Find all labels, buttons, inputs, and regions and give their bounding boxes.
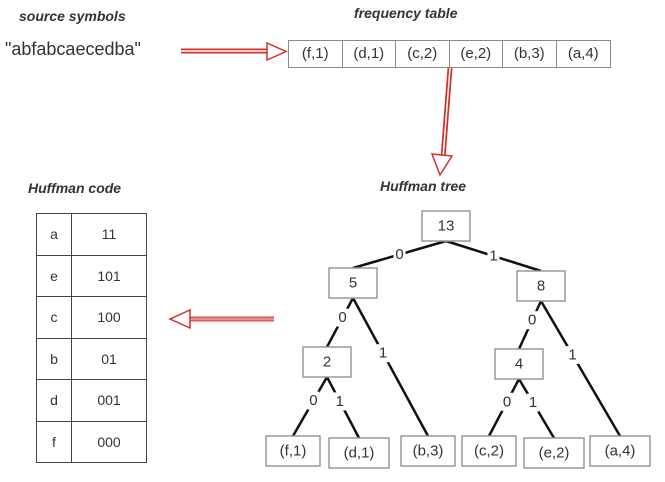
tree-edge-bit-label: 0: [528, 312, 536, 329]
tree-node-label: (c,2): [474, 443, 504, 460]
edge-label-background: [501, 392, 513, 411]
tree-edge-n5-b: 1: [351, 297, 430, 437]
code-value: 01: [71, 337, 147, 380]
tree-edge-bit-label: 0: [338, 309, 346, 326]
tree-node-label: (a,4): [605, 443, 636, 460]
tree-node-box: [589, 435, 651, 467]
tree-edge-n2-f: 0: [291, 376, 329, 437]
tree-node-box: [516, 270, 566, 302]
huffman-code-heading: Huffman code: [28, 180, 122, 196]
code-symbol: f: [36, 420, 72, 463]
edge-label-background: [566, 346, 579, 364]
code-value: 101: [71, 254, 147, 297]
tree-edge-bit-label: 1: [379, 345, 387, 362]
code-symbol: c: [36, 296, 72, 339]
arrow-tree-to-code-icon: [168, 308, 274, 330]
huffman-tree-heading: Huffman tree: [380, 178, 467, 194]
tree-edge-bit-label: 1: [489, 248, 497, 265]
tree-node-d: (d,1): [328, 437, 390, 469]
tree-edge-bit-label: 1: [568, 347, 576, 364]
tree-node-label: (e,2): [539, 445, 570, 462]
edge-label-background: [377, 344, 389, 363]
tree-edge-bit-label: 0: [309, 392, 317, 409]
tree-node-box: [328, 437, 390, 469]
tree-edge-n5-n2: 0: [325, 297, 355, 348]
tree-node-label: 4: [515, 356, 523, 373]
frequency-cell: (e,2): [450, 41, 503, 67]
tree-node-a: (a,4): [589, 435, 651, 467]
arrow-source-to-frequency-icon: [181, 41, 288, 62]
tree-edge-n4-e: 1: [517, 378, 556, 439]
tree-edge-bit-label: 0: [503, 393, 511, 410]
tree-node-label: 8: [537, 278, 545, 295]
frequency-cell: (b,3): [503, 41, 557, 67]
tree-node-label: (b,3): [413, 443, 444, 460]
code-value: 11: [71, 213, 147, 256]
tree-node-n5: 5: [328, 267, 378, 299]
tree-node-label: 13: [438, 218, 455, 235]
tree-node-box: [302, 346, 352, 378]
tree-node-label: 2: [323, 354, 331, 371]
tree-node-label: 5: [349, 275, 357, 292]
tree-edge-root-n5: 0: [352, 239, 447, 270]
tree-edge-root-n8: 1: [445, 239, 542, 273]
tree-edge-bit-label: 0: [395, 246, 403, 263]
tree-node-box: [400, 435, 456, 467]
tree-node-e: (e,2): [523, 437, 585, 469]
tree-node-f: (f,1): [265, 435, 321, 467]
frequency-table: (f,1) (d,1) (c,2) (e,2) (b,3) (a,4): [288, 40, 611, 68]
frequency-table-heading: frequency table: [354, 5, 458, 21]
tree-node-n2: 2: [302, 346, 352, 378]
arrow-frequency-to-tree-icon: [430, 67, 454, 177]
tree-node-c: (c,2): [461, 435, 517, 467]
tree-edge-n8-n4: 0: [517, 300, 543, 350]
tree-edge-line: [351, 297, 430, 437]
tree-node-box: [328, 267, 378, 299]
edge-label-background: [333, 392, 346, 411]
tree-node-box: [494, 348, 544, 380]
edge-label-background: [487, 247, 500, 265]
tree-edge-bit-label: 1: [336, 393, 344, 410]
tree-node-label: (d,1): [344, 445, 375, 462]
frequency-cell: (f,1): [289, 41, 343, 67]
code-value: 000: [71, 420, 147, 463]
frequency-cell: (c,2): [396, 41, 450, 67]
source-symbols-heading: source symbols: [19, 8, 126, 24]
frequency-cell: (d,1): [343, 41, 396, 67]
frequency-cell: (a,4): [567, 45, 599, 62]
edge-label-background: [336, 308, 349, 327]
tree-node-box: [523, 437, 585, 469]
edge-label-background: [307, 391, 320, 410]
tree-node-b: (b,3): [400, 435, 456, 467]
tree-edge-bit-label: 1: [529, 394, 537, 411]
edge-label-background: [526, 311, 539, 330]
tree-node-n8: 8: [516, 270, 566, 302]
tree-node-box: [461, 435, 517, 467]
tree-node-n4: 4: [494, 348, 544, 380]
tree-node-label: (f,1): [280, 443, 307, 460]
tree-edge-n2-d: 1: [325, 376, 361, 439]
tree-edge-n8-a: 1: [539, 300, 622, 437]
tree-node-box: [265, 435, 321, 467]
code-value: 100: [71, 296, 147, 339]
code-value: 001: [71, 379, 147, 422]
tree-edge-line: [539, 300, 622, 437]
edge-label-background: [393, 245, 406, 264]
edge-label-background: [527, 393, 539, 412]
source-string: "abfabcaecedba": [5, 39, 141, 59]
tree-edge-n4-c: 0: [487, 378, 521, 437]
tree-node-root: 13: [421, 210, 471, 242]
tree-node-box: [421, 210, 471, 242]
